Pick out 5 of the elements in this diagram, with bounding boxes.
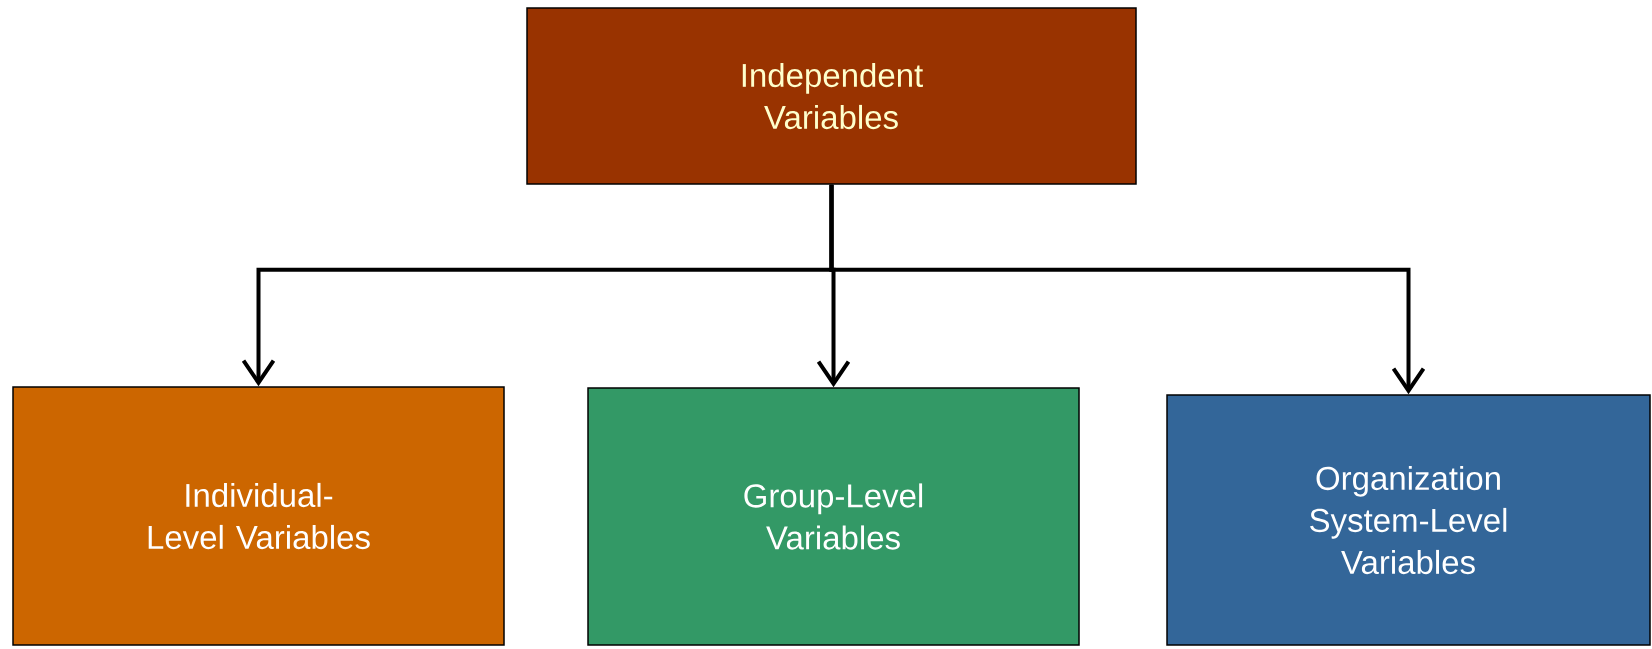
arrow: [829, 184, 1426, 395]
variable-box: Group-Level Variables: [587, 387, 1080, 646]
variable-box: Organization System-Level Variables: [1166, 394, 1651, 646]
variable-box: Independent Variables: [526, 7, 1137, 185]
variable-box: Individual-Level Variables: [12, 386, 505, 646]
